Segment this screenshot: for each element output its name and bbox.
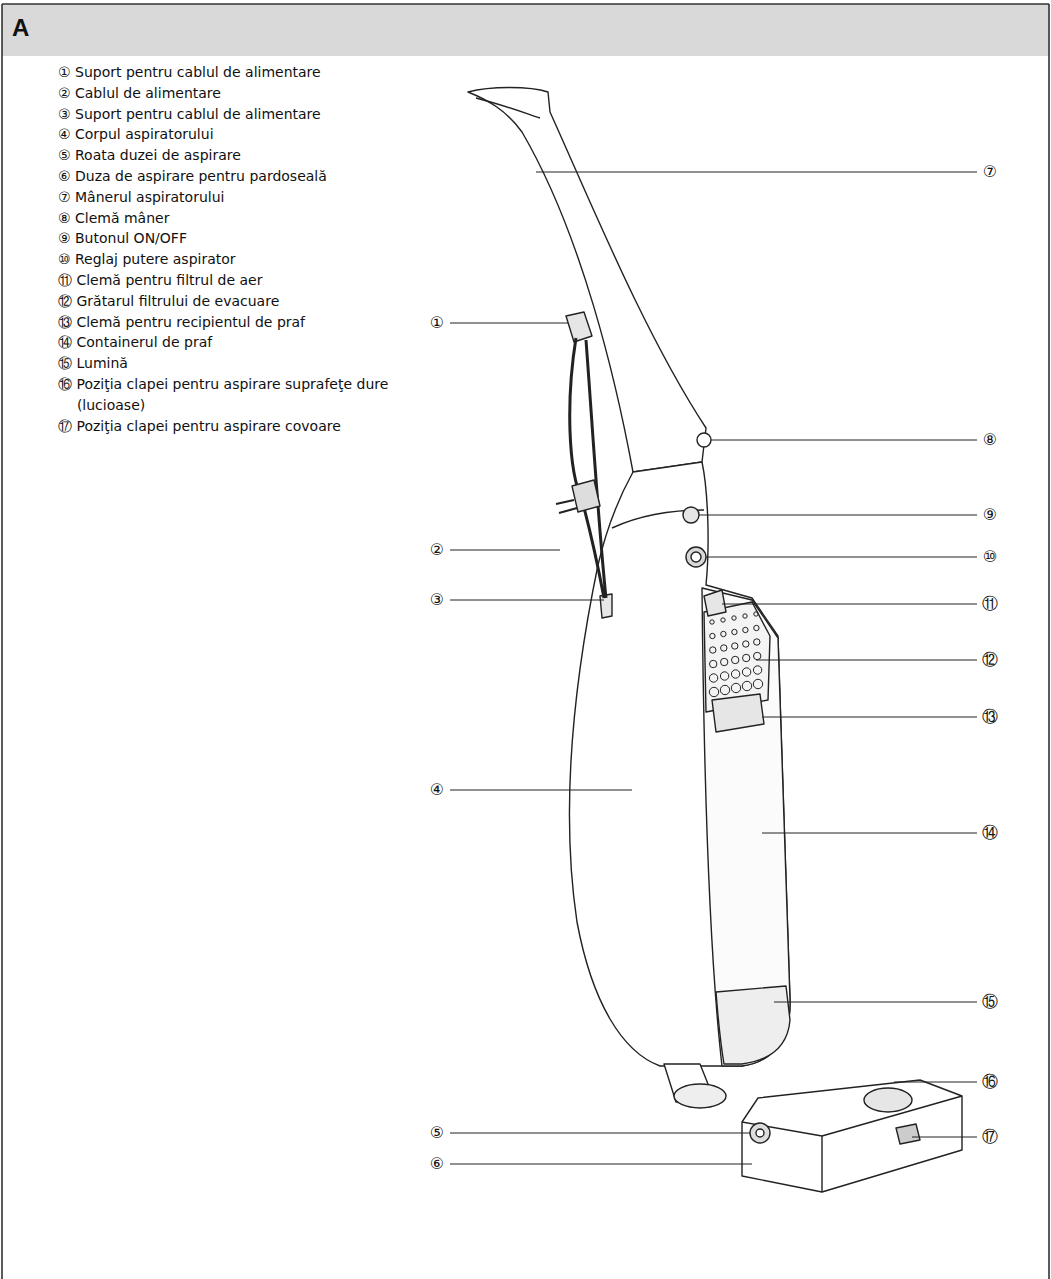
part-name: ① Suport pentru cablul de alimentare — [58, 62, 395, 83]
grille-hole — [742, 668, 750, 676]
callout-number: ⑬ — [982, 708, 998, 726]
grille-hole — [753, 666, 761, 674]
frame — [2, 4, 1049, 1279]
callout-number: ⑦ — [983, 163, 997, 181]
callout-number: ⑨ — [983, 506, 997, 524]
grille-hole — [710, 633, 715, 638]
part-name: ② Cablul de alimentare — [58, 83, 395, 104]
nozzle-edge — [742, 1096, 962, 1192]
grille-hole — [720, 672, 728, 680]
on-off-button — [683, 507, 699, 523]
grille-hole — [720, 685, 729, 694]
callout-number: ⑯ — [982, 1073, 998, 1091]
grille-hole — [709, 687, 718, 696]
part-name: ⑩ Reglaj putere aspirator — [58, 249, 395, 270]
grille-hole — [721, 631, 726, 636]
grille-hole — [732, 643, 738, 649]
dust-clip — [712, 694, 764, 732]
part-name: ⑦ Mânerul aspiratorului — [58, 187, 395, 208]
part-name: ⑪ Clemă pentru filtrul de aer — [58, 270, 395, 291]
grille-hole — [742, 681, 751, 690]
grille-hole — [754, 639, 760, 645]
power-cord — [570, 338, 606, 598]
grille-hole — [709, 674, 717, 682]
handle — [468, 88, 706, 473]
power-dial-center — [691, 552, 701, 562]
callout-number: ⑪ — [982, 595, 998, 613]
light — [716, 986, 790, 1064]
grille-hole — [721, 645, 727, 651]
callout-number: ⑰ — [982, 1128, 998, 1146]
grille-hole — [743, 627, 748, 632]
part-name: ⑮ Lumină — [58, 353, 395, 374]
callout-number: ⑭ — [982, 824, 998, 842]
callout-number: ⑤ — [430, 1124, 444, 1142]
part-name: ⑧ Clemă mâner — [58, 208, 395, 229]
grille-hole — [731, 670, 739, 678]
carpet-pedal — [896, 1124, 920, 1144]
part-name: ⑭ Containerul de praf — [58, 332, 395, 353]
grille-hole — [753, 679, 762, 688]
nozzle-wheel — [750, 1123, 770, 1143]
power-dial — [686, 547, 706, 567]
part-name: ⑯ Poziţia clapei pentru aspirare suprafe… — [58, 374, 395, 416]
callout-number: ⑮ — [982, 993, 998, 1011]
callout-number: ⑧ — [983, 431, 997, 449]
part-name: ④ Corpul aspiratorului — [58, 124, 395, 145]
plug-pins — [556, 500, 577, 513]
part-name: ⑨ Butonul ON/OFF — [58, 228, 395, 249]
part-name: ⑰ Poziţia clapei pentru aspirare covoare — [58, 416, 395, 437]
callout-number: ⑩ — [983, 548, 997, 566]
part-name: ③ Suport pentru cablul de alimentare — [58, 104, 395, 125]
part-name: ⑫ Grătarul filtrului de evacuare — [58, 291, 395, 312]
callout-number: ⑥ — [430, 1155, 444, 1173]
grille-hole — [732, 616, 736, 620]
grille-hole — [754, 652, 761, 659]
callout-number: ④ — [430, 781, 444, 799]
handle-clip — [697, 433, 711, 447]
floor-nozzle — [742, 1080, 962, 1192]
grille-hole — [721, 658, 728, 665]
grille-hole — [743, 654, 750, 661]
grille-hole — [732, 656, 739, 663]
header-band — [2, 4, 1049, 56]
callout-number: ⑫ — [982, 651, 998, 669]
grille-hole — [754, 612, 758, 616]
part-name: ⑤ Roata duzei de aspirare — [58, 145, 395, 166]
part-name: ⑬ Clemă pentru recipientul de praf — [58, 312, 395, 333]
filter-clip — [704, 590, 726, 616]
callout-number: ① — [430, 314, 444, 332]
grille-hole — [710, 620, 714, 624]
neck-ring — [674, 1084, 726, 1108]
callout-number: ② — [430, 541, 444, 559]
leader-lines — [450, 172, 977, 1164]
parts-list: ① Suport pentru cablul de alimentare② Ca… — [58, 62, 395, 436]
grille-hole — [754, 625, 759, 630]
grille-hole — [743, 641, 749, 647]
handle-grip — [476, 98, 540, 118]
grille-holes — [709, 612, 762, 697]
hard-floor-pedal — [864, 1088, 912, 1112]
grille-hole — [732, 629, 737, 634]
grille-hole — [743, 614, 747, 618]
grille-hole — [721, 618, 725, 622]
grille-hole — [710, 647, 716, 653]
part-name: ⑥ Duza de aspirare pentru pardoseală — [58, 166, 395, 187]
upper-cord-holder — [566, 312, 592, 342]
callout-number: ③ — [430, 591, 444, 609]
section-letter: A — [12, 14, 29, 42]
grille-hole — [731, 683, 740, 692]
grille-hole — [710, 660, 717, 667]
